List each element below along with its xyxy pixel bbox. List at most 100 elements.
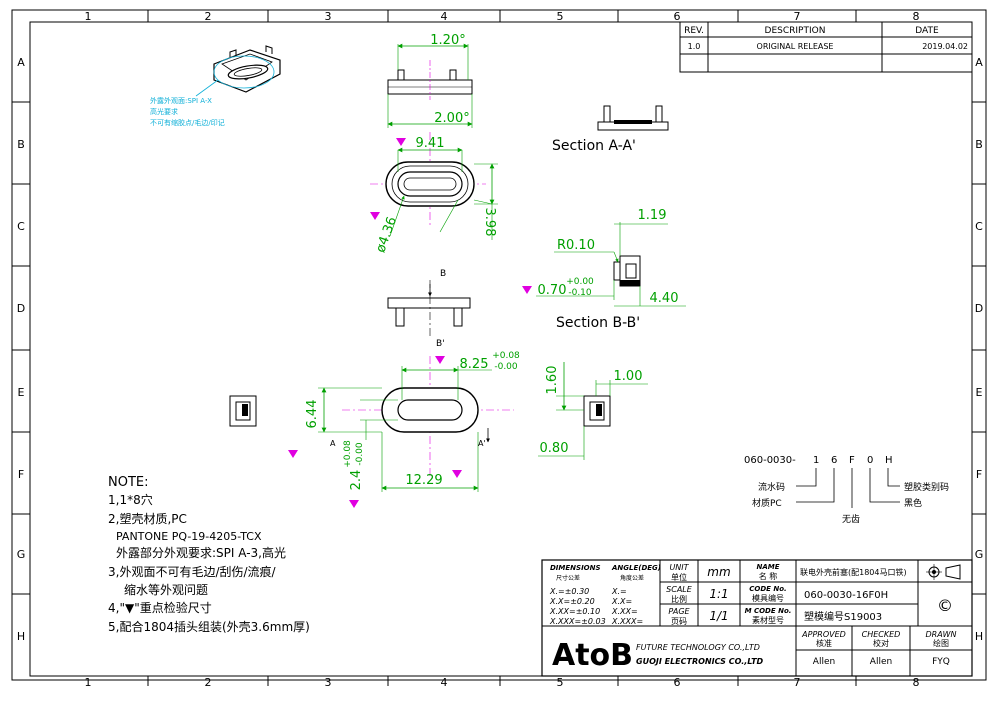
dim-941: 9.41 bbox=[416, 136, 445, 151]
drawn-sub: 绘图 bbox=[933, 638, 949, 648]
angle-tol-3: X.XXX= bbox=[611, 617, 643, 626]
inspection-marker-436 bbox=[370, 212, 380, 220]
zone-col-6-top: 6 bbox=[674, 10, 681, 23]
zone-row-c-left: C bbox=[17, 220, 25, 233]
unit-value: mm bbox=[707, 565, 730, 579]
zone-row-a-left: A bbox=[17, 56, 25, 69]
code-breakdown: 060-0030- 1 6 F 0 H 流水码 材质PC 塑胶类别码 黑色 无齿 bbox=[744, 455, 949, 525]
section-bb-label: Section B-B' bbox=[556, 315, 640, 331]
plan-view: 9.41 3.98 ø4.36 bbox=[370, 132, 498, 255]
zone-row-b-left: B bbox=[17, 138, 25, 151]
title-block: DIMENSIONS 尺寸公差 ANGLE(DEG) 角度公差 X.=±0.30… bbox=[541, 559, 973, 677]
left-side-view bbox=[229, 395, 257, 427]
dim-644: 6.44 bbox=[305, 400, 320, 429]
code-char-1: 1 bbox=[813, 455, 819, 466]
inspection-marker-070 bbox=[522, 286, 532, 294]
dim-119: 1.19 bbox=[638, 208, 667, 223]
zone-col-7-top: 7 bbox=[794, 10, 801, 23]
zone-row-e-left: E bbox=[18, 386, 25, 399]
dim-070: 0.70 bbox=[538, 283, 567, 298]
note-line-4: 外露部分外观要求:SPI A-3,高光 bbox=[116, 545, 286, 560]
page-value: 1/1 bbox=[709, 609, 728, 623]
page-sub: 页码 bbox=[671, 617, 687, 626]
company-logo: AtoB bbox=[552, 638, 633, 673]
zone-column-labels: 1 2 3 4 5 6 7 8 1 2 3 4 5 6 7 8 bbox=[85, 10, 920, 689]
note-line-1: 1,1*8穴 bbox=[108, 492, 153, 507]
checked-name: Allen bbox=[870, 657, 892, 667]
zone-row-f-left: F bbox=[18, 468, 24, 481]
legend-no-teeth: 无齿 bbox=[842, 514, 860, 525]
inspection-marker-24 bbox=[349, 500, 359, 508]
label-b-bottom: B' bbox=[436, 339, 445, 349]
inspection-marker-left bbox=[288, 450, 298, 458]
zone-row-h-right: H bbox=[975, 630, 983, 643]
code-char-5: H bbox=[885, 455, 893, 466]
zone-col-8-top: 8 bbox=[913, 10, 920, 23]
section-bb-view: 1.19 R0.10 0.70 +0.00 -0.10 4.40 Section… bbox=[522, 208, 686, 331]
label-a-left: A bbox=[330, 439, 336, 448]
scale-sub: 比例 bbox=[671, 594, 687, 604]
code-value: 060-0030-16F0H bbox=[804, 590, 888, 601]
description-value: ORIGINAL RELEASE bbox=[757, 42, 834, 51]
legend-material: 材质PC bbox=[752, 497, 782, 509]
projection-symbol-icon bbox=[926, 564, 961, 580]
label-b-top: B bbox=[440, 269, 446, 279]
tol-2: X.XX=±0.10 bbox=[549, 607, 600, 616]
checked-label: CHECKED bbox=[862, 630, 901, 639]
approved-name: Allen bbox=[813, 657, 835, 667]
section-aa-view: Section A-A' bbox=[552, 105, 669, 154]
zone-col-8-bottom: 8 bbox=[913, 676, 920, 689]
right-side-view: 1.60 1.00 0.80 bbox=[538, 362, 648, 460]
dim-1229: 12.29 bbox=[405, 473, 442, 488]
dim-top-width: 1.20° bbox=[430, 33, 465, 48]
legend-plastic-code: 塑胶类别码 bbox=[904, 481, 949, 493]
zone-col-4-bottom: 4 bbox=[441, 676, 448, 689]
drawn-name: FYQ bbox=[932, 657, 950, 667]
middle-side-view: B B' bbox=[387, 269, 471, 349]
tol-0: X.=±0.30 bbox=[549, 587, 589, 596]
zone-col-5-bottom: 5 bbox=[557, 676, 564, 689]
code-char-3: F bbox=[849, 455, 855, 466]
zone-col-3-top: 3 bbox=[325, 10, 332, 23]
approved-label: APPROVED bbox=[801, 630, 846, 639]
mcode-sub: 素材型号 bbox=[752, 615, 784, 625]
copyright-symbol: © bbox=[937, 596, 953, 615]
angle-tol-0: X.= bbox=[611, 587, 627, 596]
rev-header: REV. bbox=[684, 26, 704, 36]
zone-row-a-right: A bbox=[975, 56, 983, 69]
dim-top-overall: 2.00° bbox=[434, 111, 469, 126]
date-value: 2019.04.02 bbox=[922, 42, 968, 51]
inspection-marker-941 bbox=[396, 138, 406, 146]
dim-r010: R0.10 bbox=[557, 238, 595, 253]
dim-825-tol-dn: -0.00 bbox=[494, 362, 518, 372]
inspection-marker-825 bbox=[435, 356, 445, 364]
isometric-callout: 外露外观面:SPI A-X 高光要求 不可有缩胶点/毛边/印记 bbox=[150, 96, 225, 127]
angle-sub: 角度公差 bbox=[620, 574, 644, 582]
unit-sub: 单位 bbox=[671, 572, 687, 582]
note-line-5: 3,外观面不可有毛边/刮伤/流痕/ bbox=[108, 564, 277, 579]
approved-sub: 核准 bbox=[816, 638, 832, 648]
dim-24-tol-dn: -0.00 bbox=[355, 442, 365, 466]
callout-line-1: 外露外观面:SPI A-X bbox=[150, 96, 212, 105]
rev-value: 1.0 bbox=[688, 42, 701, 51]
top-side-view: 1.20° 2.00° bbox=[387, 33, 473, 128]
isometric-view: 外露外观面:SPI A-X 高光要求 不可有缩胶点/毛边/印记 bbox=[150, 45, 281, 127]
code-char-4: 0 bbox=[867, 455, 873, 466]
description-header: DESCRIPTION bbox=[765, 26, 826, 36]
zone-col-4-top: 4 bbox=[441, 10, 448, 23]
zone-col-3-bottom: 3 bbox=[325, 676, 332, 689]
note-line-6: 缩水等外观问题 bbox=[124, 582, 208, 597]
inspection-marker-1229 bbox=[452, 470, 462, 478]
dim-100: 1.00 bbox=[614, 369, 643, 384]
zone-col-2-top: 2 bbox=[205, 10, 212, 23]
scale-label: SCALE bbox=[666, 585, 693, 594]
zone-row-e-right: E bbox=[976, 386, 983, 399]
legend-serial: 流水码 bbox=[758, 481, 785, 493]
dim-24-tol-up: +0.08 bbox=[343, 440, 353, 468]
drawn-label: DRAWN bbox=[926, 630, 957, 639]
zone-col-1-bottom: 1 bbox=[85, 676, 92, 689]
angle-tol-1: X.X= bbox=[611, 597, 632, 606]
dimensions-label: DIMENSIONS bbox=[550, 564, 601, 572]
zone-col-5-top: 5 bbox=[557, 10, 564, 23]
